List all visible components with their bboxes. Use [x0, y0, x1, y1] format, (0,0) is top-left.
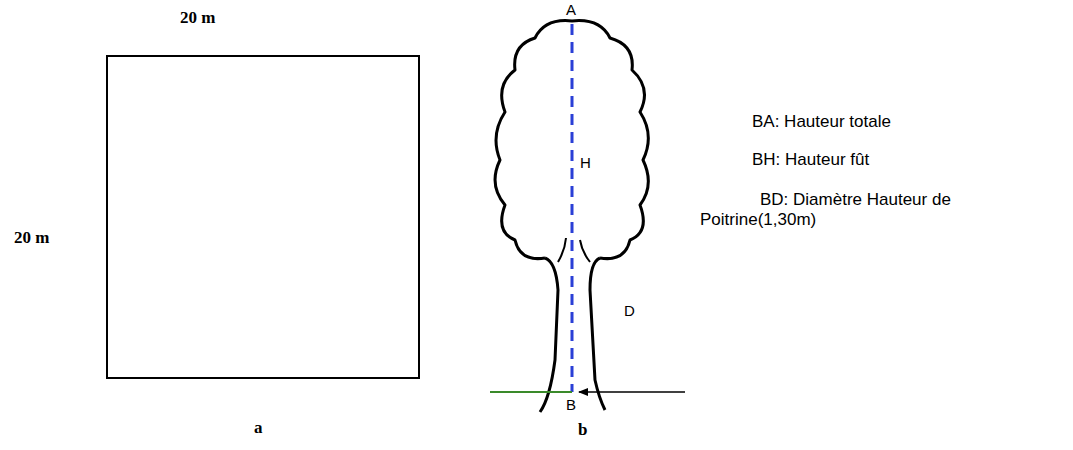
panel-letter: b [578, 420, 587, 440]
pointer-arrow [579, 391, 685, 393]
point-label: B [566, 396, 576, 414]
ground-line [490, 391, 572, 393]
branch-fork [558, 238, 590, 262]
plot-square [107, 56, 419, 378]
dimension-label: 20 m [14, 228, 49, 248]
height-line [571, 24, 574, 392]
panel-letter: a [254, 418, 263, 438]
legend-note: BA: Hauteur totale [752, 112, 891, 132]
legend-note: BH: Hauteur fût [752, 150, 869, 170]
legend-note: BD: Diamètre Hauteur de Poitrine(1,30m) [700, 190, 980, 231]
point-label: D [624, 302, 635, 320]
dimension-label: 20 m [180, 8, 215, 28]
point-label: A [566, 1, 576, 19]
trunk-right [590, 258, 605, 410]
trunk-left [540, 258, 558, 412]
point-label: H [580, 154, 591, 172]
